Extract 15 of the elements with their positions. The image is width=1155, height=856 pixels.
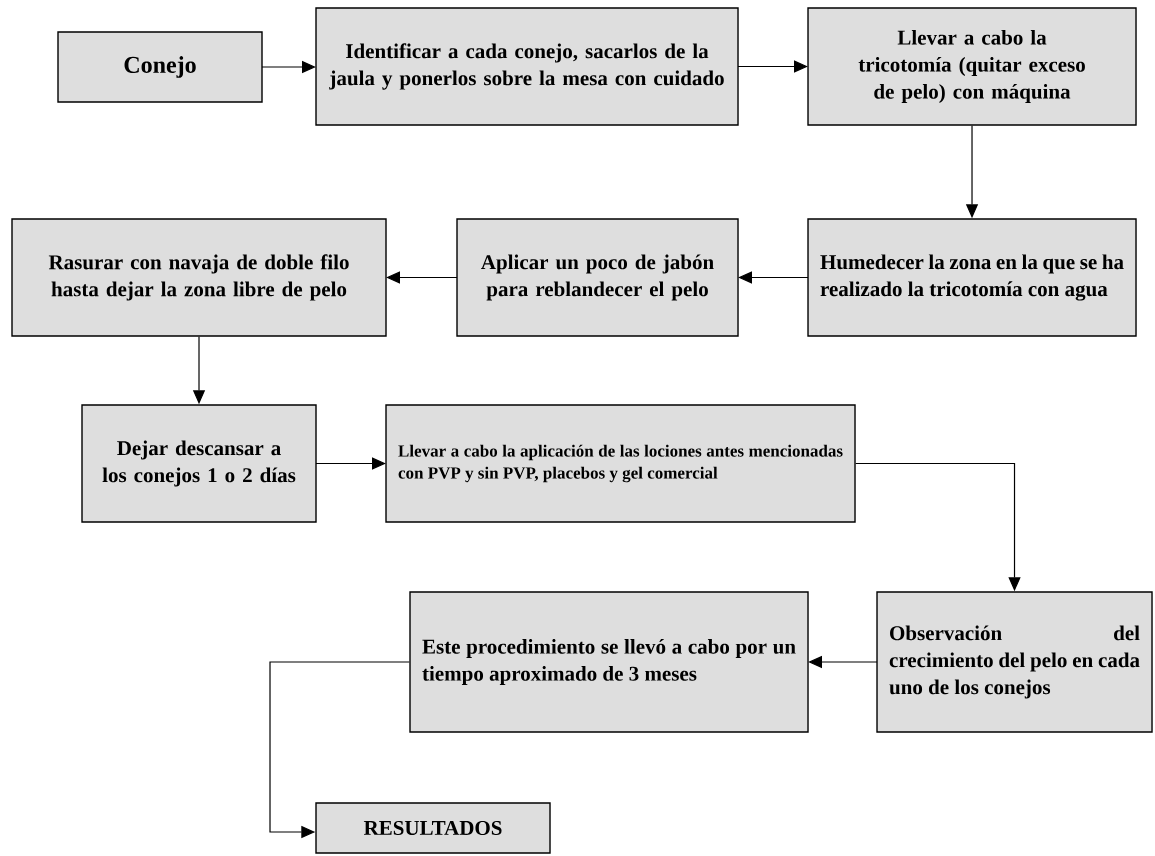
process-box: Llevar a cabo la aplicación de las lociones antes mencionadas con PVP y sin PVP, placebos y gel comercial — [385, 404, 856, 523]
arrow — [315, 457, 386, 470]
process-box: Dejar descansar a los conejos 1 o 2 días — [81, 404, 317, 523]
arrow — [737, 60, 808, 73]
process-box: Observación del crecimiento del pelo en cada uno de los conejos — [876, 591, 1153, 733]
process-box: Este procedimiento se llevó a cabo por un tiempo aproximado de 3 meses — [409, 591, 809, 733]
process-box: Identificar a cada conejo, sacarlos de la jaula y ponerlos sobre la mesa con cuidado — [315, 7, 739, 126]
process-box: Aplicar un poco de jabón para reblandecer el pelo — [456, 218, 739, 337]
process-box: Llevar a cabo la tricotomía (quitar exceso de pelo) con máquina — [807, 7, 1137, 126]
process-box: Humedecer la zona en la que se ha realizado la tricotomía con agua — [807, 218, 1137, 337]
process-box: Rasurar con navaja de doble filo hasta dejar la zona libre de pelo — [11, 218, 387, 337]
process-box: Conejo — [57, 31, 263, 103]
arrow — [738, 271, 809, 284]
process-box: RESULTADOS — [315, 802, 551, 854]
arrow — [386, 271, 458, 284]
